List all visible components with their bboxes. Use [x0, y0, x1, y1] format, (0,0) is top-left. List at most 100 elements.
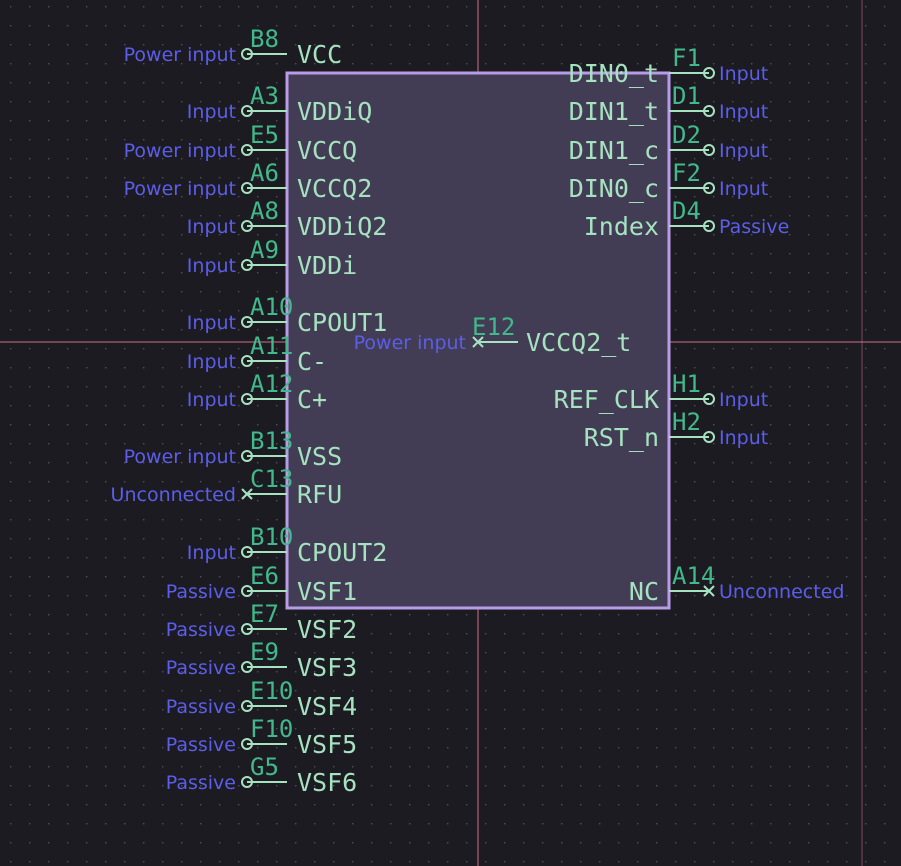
pin-end-circle [241, 585, 253, 597]
pin-electrical-type: Input [187, 216, 236, 238]
pin-name: VDDiQ2 [297, 212, 387, 241]
pin-end-circle [241, 144, 253, 156]
pin-name: VCCQ2_t [526, 328, 631, 357]
pin-electrical-type: Passive [719, 216, 789, 238]
pin-electrical-type: Input [719, 63, 768, 85]
pin-name: REF_CLK [554, 385, 659, 414]
pin-number: H2 [672, 408, 701, 436]
pin-electrical-type: Input [719, 140, 768, 162]
pin-electrical-type: Passive [166, 772, 236, 794]
pin-name: RFU [297, 480, 342, 509]
pin-name: CPOUT1 [297, 308, 387, 337]
pin-electrical-type: Passive [166, 696, 236, 718]
pin-number: A3 [250, 82, 279, 110]
pin-end-circle [241, 393, 253, 405]
pin-number: G5 [250, 753, 279, 781]
pin-number: H1 [672, 370, 701, 398]
pin-electrical-type: Unconnected [719, 581, 844, 603]
pin-name: NC [629, 577, 659, 606]
pin-electrical-type: Input [187, 255, 236, 277]
pin-number: A10 [250, 293, 293, 321]
pin-number: A12 [250, 370, 293, 398]
pin-electrical-type: Input [187, 389, 236, 411]
pin-number: C13 [250, 465, 293, 493]
pin-number: D2 [672, 121, 701, 149]
pin-number: D1 [672, 82, 701, 110]
pin-electrical-type: Input [187, 101, 236, 123]
no-connect-marker [472, 336, 484, 348]
pin-end-circle [241, 105, 253, 117]
pin-number: B13 [250, 427, 293, 455]
pin-end-circle [241, 182, 253, 194]
pin-end-circle [703, 393, 715, 405]
pin-number: D4 [672, 197, 701, 225]
pin-name: VDDiQ [297, 97, 372, 126]
pin-name: C+ [297, 385, 327, 414]
pin-end-circle [703, 220, 715, 232]
pin-number: F2 [672, 159, 701, 187]
pin-number: A11 [250, 332, 293, 360]
pin-number: E7 [250, 600, 279, 628]
pin-end-circle [703, 105, 715, 117]
pin-electrical-type: Unconnected [111, 484, 236, 506]
pin-name: VSF4 [297, 692, 357, 721]
pin-number: E5 [250, 121, 279, 149]
no-connect-marker [703, 585, 715, 597]
pin-electrical-type: Power input [124, 178, 236, 200]
pin-name: VSF1 [297, 577, 357, 606]
pin-end-circle [241, 259, 253, 271]
pin-number: E12 [472, 313, 515, 341]
pin-end-circle [241, 738, 253, 750]
pin-electrical-type: Passive [166, 581, 236, 603]
pin-end-circle [241, 661, 253, 673]
pin-end-circle [241, 700, 253, 712]
pin-electrical-type: Input [187, 351, 236, 373]
pin-name: VCC [297, 40, 342, 69]
pin-end-circle [241, 48, 253, 60]
pin-number: F10 [250, 715, 293, 743]
pin-number: E9 [250, 638, 279, 666]
pin-end-circle [241, 355, 253, 367]
pin-end-circle [241, 220, 253, 232]
pin-number: E6 [250, 562, 279, 590]
pin-number: E10 [250, 677, 293, 705]
pin-number: A6 [250, 159, 279, 187]
pin-electrical-type: Power input [124, 44, 236, 66]
pin-number: A14 [672, 562, 715, 590]
pin-electrical-type: Power input [124, 140, 236, 162]
pin-end-circle [703, 67, 715, 79]
component-body[interactable] [285, 71, 671, 610]
pin-number: F1 [672, 44, 701, 72]
pin-electrical-type: Passive [166, 734, 236, 756]
pin-end-circle [241, 546, 253, 558]
pin-electrical-type: Input [187, 312, 236, 334]
